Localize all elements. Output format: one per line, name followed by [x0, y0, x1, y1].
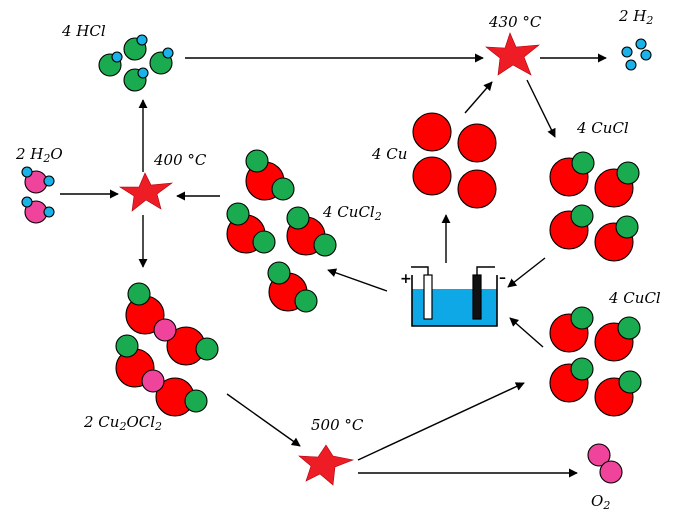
- arrow-cucl-lower-to-cell: [509, 317, 544, 348]
- h2-coef: 2 H: [618, 7, 647, 25]
- cucl2-sub: 2: [374, 210, 382, 223]
- heat-star-400-icon: [118, 172, 174, 212]
- anode-wire: [411, 266, 429, 275]
- cu2ocl2-c: OCl: [126, 413, 155, 431]
- label-4-cu: 4 Cu: [371, 145, 407, 163]
- cu2ocl2-a: 2 Cu: [83, 413, 119, 431]
- arrow-500-to-cucl: [357, 382, 525, 461]
- label-4-cucl2: 4 CuCl2: [322, 203, 382, 223]
- heat-star-500-icon: [298, 444, 355, 486]
- label-2-h2o: 2 H2O: [15, 145, 63, 165]
- cu2ocl2-molecules: [115, 282, 219, 417]
- h2o-molecules: [21, 166, 55, 224]
- anode-plus-sign: +: [400, 271, 412, 287]
- label-temp-400: 400 °C: [153, 151, 207, 169]
- heat-stars: [118, 32, 540, 486]
- cu-atoms: [412, 112, 497, 209]
- labels: 4 HCl 430 °C 2 H2 2 H2O 400 °C 4 Cu 4 Cu…: [15, 7, 661, 512]
- label-4-cucl-lower: 4 CuCl: [608, 289, 661, 307]
- cathode-wire: [476, 266, 495, 275]
- electrolysis-cell: + –: [400, 266, 506, 327]
- label-o2: O2: [591, 492, 610, 512]
- cucl-molecules-lower: [549, 306, 642, 417]
- cell-container: [411, 275, 498, 327]
- label-2-cu2ocl2: 2 Cu2OCl2: [83, 413, 162, 433]
- label-temp-500: 500 °C: [311, 416, 364, 434]
- o2-molecule: [587, 443, 623, 484]
- arrow-cell-to-cucl2: [327, 268, 388, 292]
- arrow-cu-to-430: [464, 81, 493, 114]
- cucl2-main: 4 CuCl: [322, 203, 375, 221]
- label-4-cucl-top: 4 CuCl: [576, 119, 629, 137]
- arrow-cu2ocl2-to-500: [226, 393, 301, 447]
- heat-star-430-icon: [485, 32, 540, 76]
- h2o-end: O: [50, 145, 62, 163]
- label-4-hcl: 4 HCl: [61, 22, 106, 40]
- cathode-minus-sign: –: [499, 270, 506, 286]
- hcl-molecules: [98, 34, 174, 92]
- cucl-molecules-top: [549, 151, 640, 262]
- h2o-sub: 2: [42, 152, 50, 165]
- o2-sub: 2: [602, 499, 610, 512]
- reaction-arrows: [60, 53, 607, 478]
- h2-molecules: [621, 38, 652, 71]
- label-2-h2: 2 H2: [618, 7, 653, 27]
- h2o-coef: 2 H: [15, 145, 44, 163]
- cathode-electrode: [472, 274, 482, 320]
- cucl2-molecules: [226, 149, 337, 313]
- anode-electrode: [423, 274, 433, 320]
- arrow-430-to-cucl: [526, 79, 556, 138]
- label-temp-430: 430 °C: [488, 13, 542, 31]
- cu2ocl2-b: 2: [118, 420, 126, 433]
- h2-sub: 2: [645, 14, 653, 27]
- molecules: [21, 34, 652, 484]
- cu2ocl2-d: 2: [154, 420, 162, 433]
- arrow-cucl-to-cell: [507, 257, 546, 288]
- o2-main: O: [591, 492, 603, 510]
